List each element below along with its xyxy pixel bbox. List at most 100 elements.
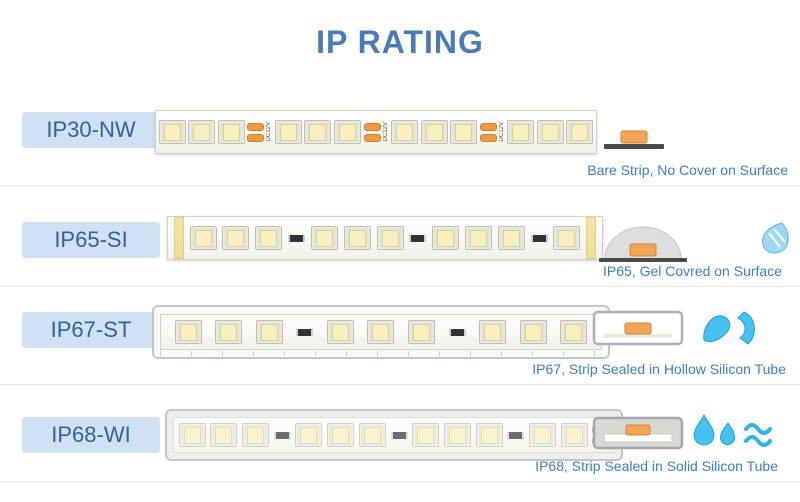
led-chip — [412, 423, 440, 447]
led-chip — [553, 226, 581, 250]
silicon-extrusion-shapes-icon — [703, 311, 755, 345]
gel-blob-icon — [760, 221, 790, 260]
led-chip — [217, 120, 245, 144]
solder-pad — [363, 133, 381, 142]
led-chip — [519, 320, 547, 344]
caption-ip30: Bare Strip, No Cover on Surface — [587, 162, 788, 178]
led-chip — [479, 320, 507, 344]
resistor — [409, 234, 427, 242]
led-chip — [189, 226, 217, 250]
solder-pad — [479, 133, 497, 142]
led-die — [571, 123, 589, 141]
led-die — [331, 323, 349, 341]
led-die — [300, 426, 318, 444]
led-die — [533, 426, 551, 444]
gel-dome-icon — [597, 219, 689, 268]
resistor — [390, 431, 408, 439]
solder-pad-pair — [479, 122, 497, 142]
solder-pad-pair — [247, 122, 265, 142]
led-die — [338, 123, 356, 141]
led-chip — [178, 423, 206, 447]
led-chip — [367, 320, 395, 344]
led-die — [222, 123, 240, 141]
page-title: IP RATING — [316, 24, 484, 60]
led-die — [372, 323, 390, 341]
strip-voltage-marking: DC12V — [266, 122, 273, 142]
led-chip — [560, 320, 588, 344]
caption-ip68: IP68, Strip Sealed in Solid Silicon Tube — [535, 458, 778, 474]
led-die — [183, 426, 201, 444]
led-die — [163, 123, 181, 141]
solder-pads: DC12V — [479, 122, 505, 142]
led-chip — [326, 320, 354, 344]
led-chip — [358, 423, 386, 447]
led-die — [260, 323, 278, 341]
led-die — [247, 426, 265, 444]
bare-strip-surface-icon — [604, 130, 664, 149]
solder-pad — [479, 122, 497, 131]
resistor — [448, 328, 466, 336]
led-die — [215, 426, 233, 444]
strip-in-hollow-tube-icon — [592, 310, 684, 346]
led-chip — [475, 423, 503, 447]
strip-in-solid-tube-icon — [592, 416, 684, 450]
led-die — [332, 426, 350, 444]
led-chip — [310, 226, 338, 250]
led-chip — [536, 120, 564, 144]
section-divider — [0, 384, 800, 385]
led-chip — [333, 120, 361, 144]
led-chip — [464, 226, 492, 250]
led-die — [260, 229, 278, 247]
led-chip — [566, 120, 594, 144]
led-die — [425, 123, 443, 141]
solid-tube-icon — [592, 415, 684, 456]
caption-ip67: IP67, Strip Sealed in Hollow Silicon Tub… — [532, 361, 786, 377]
led-die — [558, 229, 576, 247]
resistor — [530, 234, 548, 242]
led-die — [484, 323, 502, 341]
solder-pad — [247, 122, 265, 131]
led-chip — [174, 320, 202, 344]
solder-pad — [247, 133, 265, 142]
water-drops-waves-icon — [693, 413, 772, 447]
led-chip — [560, 423, 588, 447]
led-die — [565, 426, 583, 444]
led-die — [179, 323, 197, 341]
led-die — [309, 123, 327, 141]
resistor — [507, 431, 525, 439]
led-die — [565, 323, 583, 341]
led-chip — [443, 423, 471, 447]
strip-voltage-marking: DC12V — [498, 122, 505, 142]
solder-pad-pair — [363, 122, 381, 142]
gel-dome-on-surface-icon — [599, 226, 687, 262]
led-strip-ip67 — [160, 314, 602, 350]
led-chip — [327, 423, 355, 447]
led-chip — [376, 226, 404, 250]
led-strip-ip65 — [167, 216, 603, 260]
led-chip — [242, 423, 270, 447]
led-die — [524, 323, 542, 341]
led-die — [512, 123, 530, 141]
led-die — [348, 229, 366, 247]
section-divider — [0, 481, 800, 482]
led-chip — [215, 320, 243, 344]
led-die — [413, 323, 431, 341]
led-die — [396, 123, 414, 141]
led-chip — [507, 120, 535, 144]
section-divider — [0, 286, 800, 287]
led-chip — [420, 120, 448, 144]
led-die — [417, 426, 435, 444]
led-die — [220, 323, 238, 341]
silicon-extrusion-icon — [700, 308, 766, 353]
ip-label-ip65: IP65-SI — [22, 222, 160, 258]
ip-label-ip67: IP67-ST — [22, 312, 160, 348]
led-die — [363, 426, 381, 444]
led-chip — [255, 226, 283, 250]
led-die — [227, 229, 245, 247]
solder-pads: DC12V — [247, 122, 273, 142]
led-die — [469, 229, 487, 247]
led-die — [502, 229, 520, 247]
solid-silicon-tube — [165, 409, 623, 461]
led-chip — [210, 423, 238, 447]
